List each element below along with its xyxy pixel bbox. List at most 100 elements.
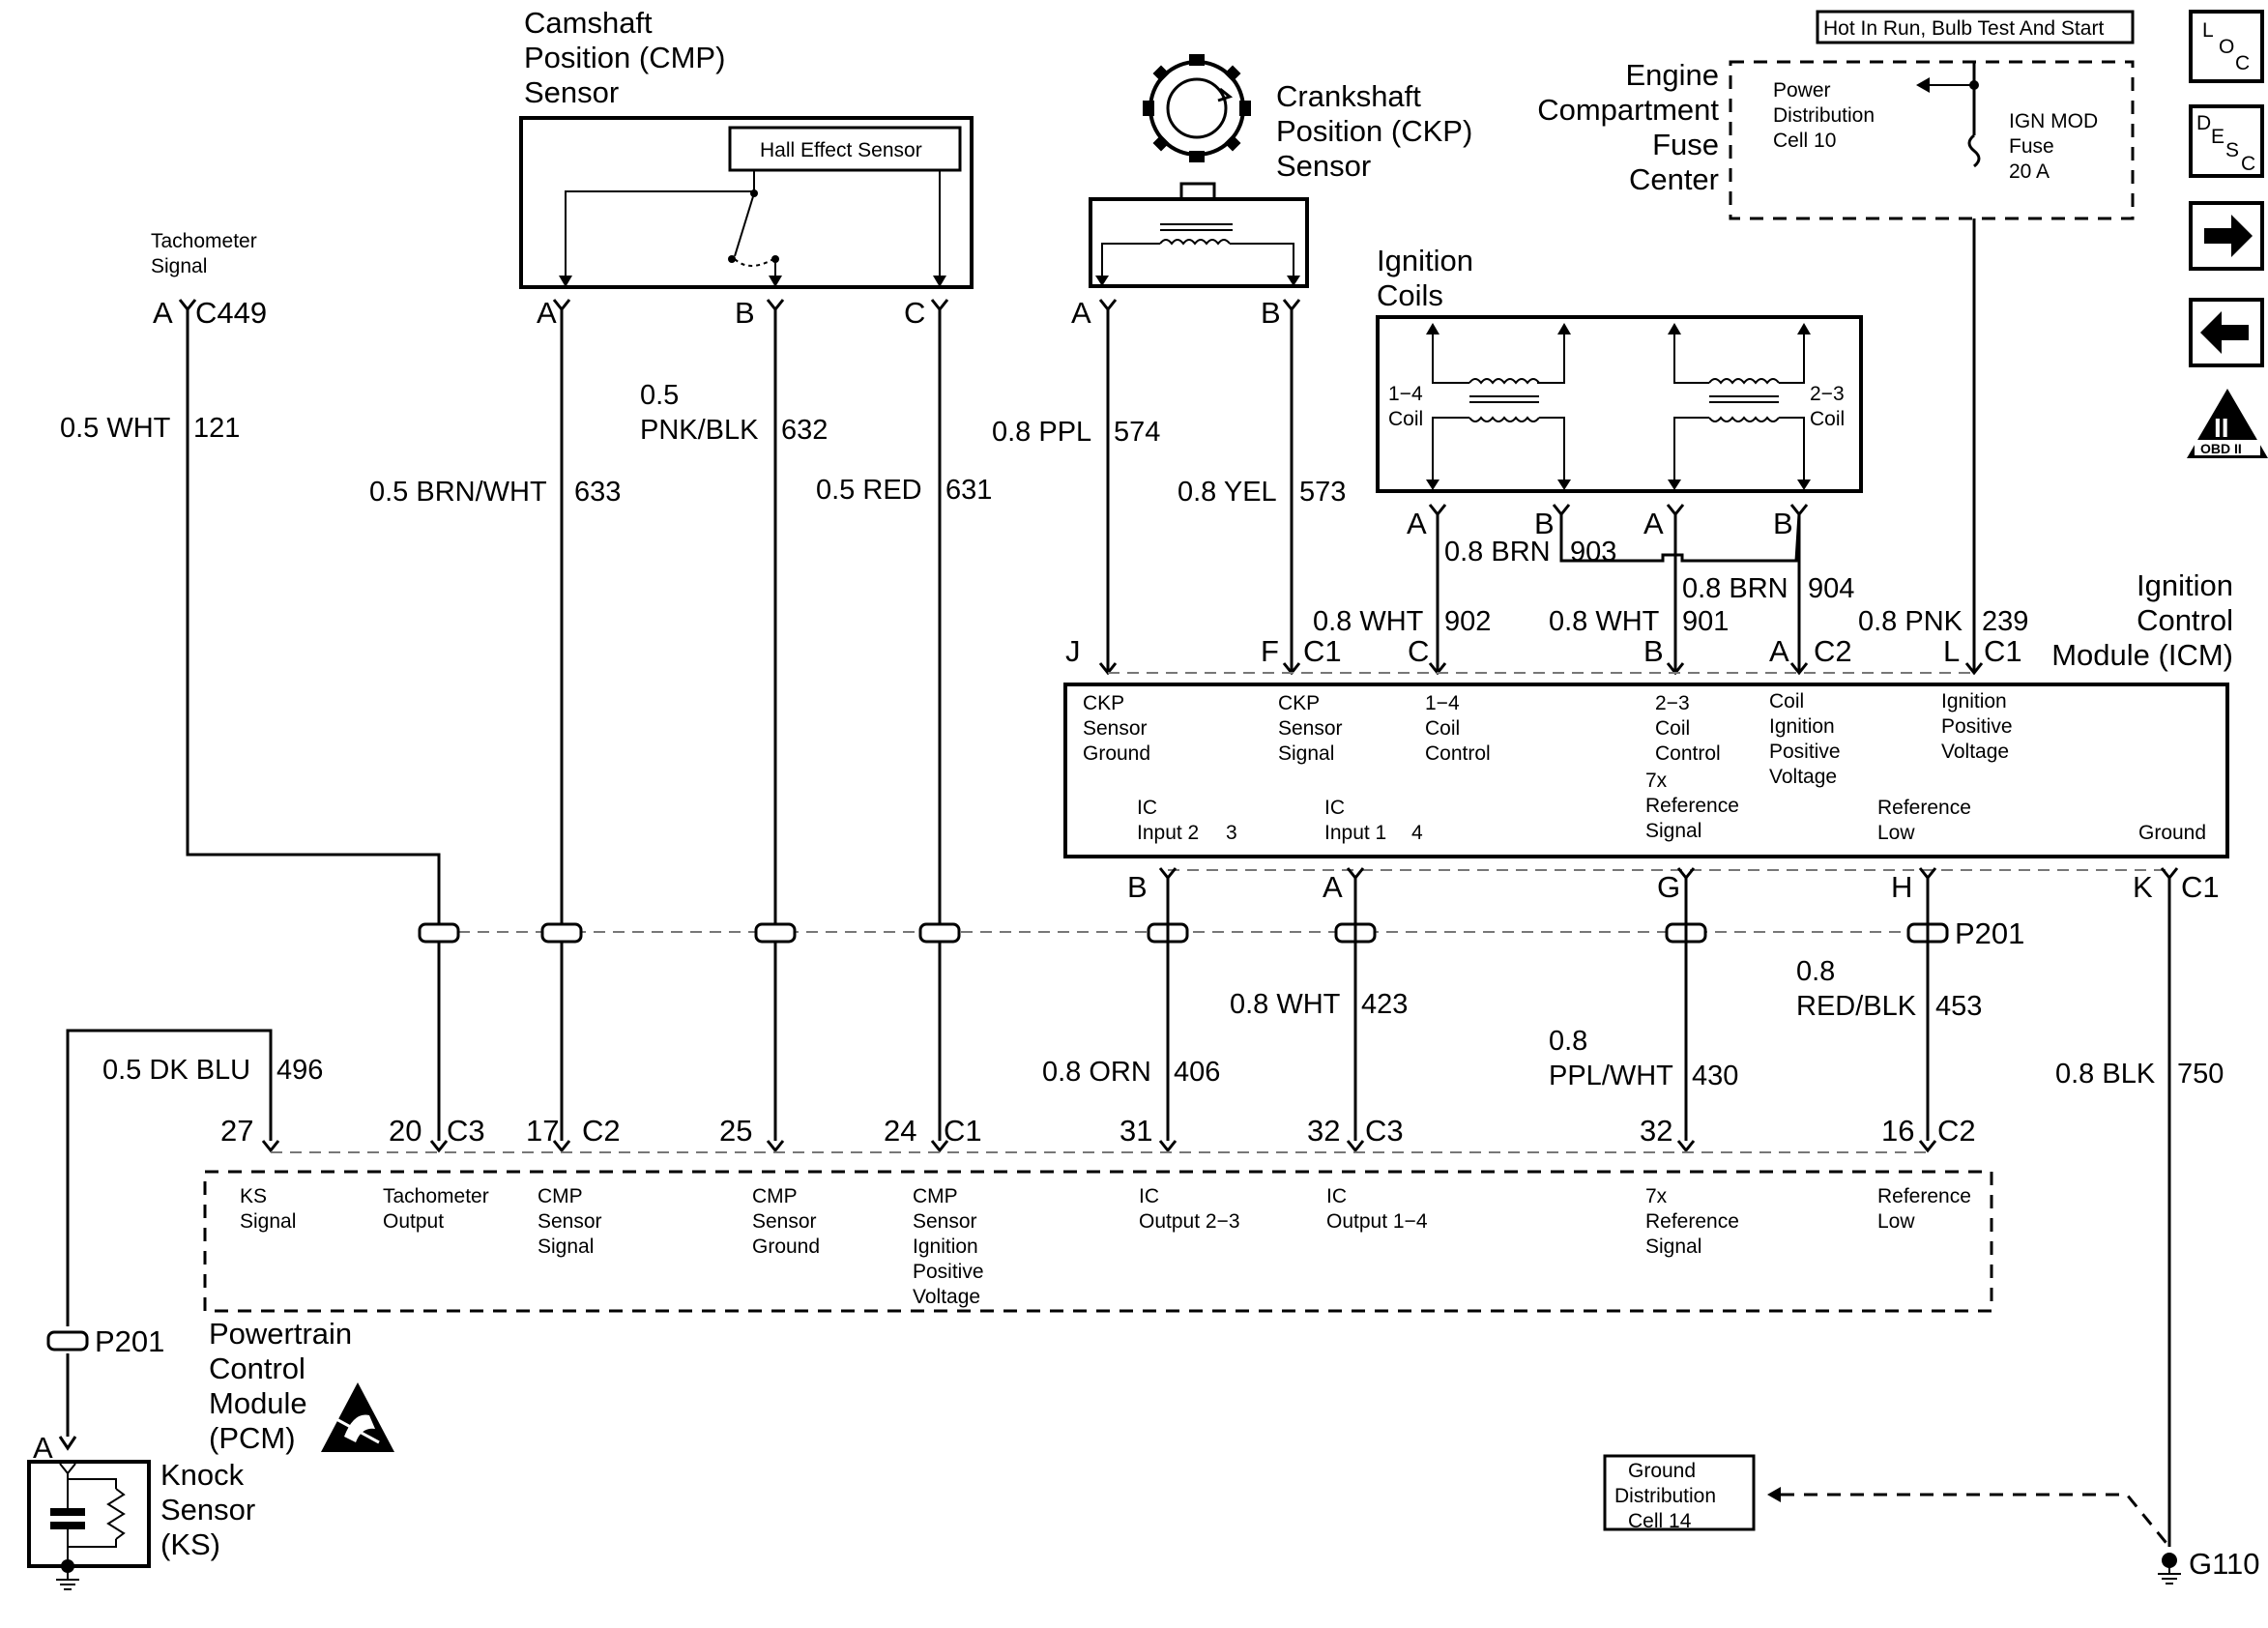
pcm-pin-32-left: 32	[1307, 1114, 1340, 1148]
pcm-pin-27: 27	[220, 1114, 253, 1148]
powertrain-control-module: 27 20 C3 17 C2 25 24 C1 31 32 C3 32 16 C…	[203, 1114, 1993, 1455]
pcm-ks-line2: Signal	[240, 1210, 296, 1233]
icm-ckp-signal-line3: Signal	[1278, 742, 1334, 765]
pcm-pin-20: 20	[389, 1114, 422, 1148]
pcm-ref-signal-line2: Reference	[1645, 1210, 1739, 1233]
icm-ref-signal-line3: Signal	[1645, 820, 1701, 842]
wire-633-size: 0.5 BRN/WHT	[369, 477, 547, 508]
power-dist-line3: Cell 10	[1773, 130, 1836, 152]
pcm-cmp-ground-line3: Ground	[752, 1236, 820, 1258]
wire-632-size: PNK/BLK	[640, 415, 759, 446]
power-dist-line1: Power	[1773, 79, 1831, 102]
icm-pin-a: A	[1769, 634, 1789, 668]
wire-903-circuit: 903	[1570, 537, 1616, 567]
pcm-ref-signal-line3: Signal	[1645, 1236, 1701, 1258]
pcm-title-line2: Control	[209, 1352, 305, 1385]
ground-dist-line3: Cell 14	[1628, 1510, 1692, 1532]
loc-letter-c: C	[2235, 52, 2250, 74]
wire-430-size-top: 0.8	[1549, 1026, 1587, 1057]
wire-573-circuit: 573	[1299, 477, 1346, 508]
wire-406-circuit: 406	[1174, 1057, 1220, 1088]
wire-631-size: 0.5 RED	[816, 475, 922, 506]
wire-632-size-top: 0.5	[640, 380, 679, 411]
icm-title-line3: Module (ICM)	[2051, 638, 2233, 672]
icm-bottom-pin-k: K	[2133, 870, 2153, 904]
desc-letter-c: C	[2241, 153, 2255, 175]
hall-effect-sensor-label: Hall Effect Sensor	[760, 139, 922, 161]
icm-coil23-line3: Control	[1655, 742, 1721, 765]
wire-423-size: 0.8 WHT	[1230, 989, 1341, 1020]
icm-ground-label: Ground	[2138, 822, 2206, 844]
splice-p201-label: P201	[1955, 916, 2024, 950]
fuse-center-title-line3: Fuse	[1652, 128, 1719, 161]
ground-g110-label: G110	[2189, 1547, 2260, 1581]
coil-pin-b1: B	[1534, 507, 1555, 540]
pcm-ref-low-line1: Reference	[1877, 1185, 1971, 1207]
pcm-cmp-ground-line1: CMP	[752, 1185, 798, 1207]
coil14-label-line1: 1−4	[1388, 383, 1423, 405]
tach-title-line1: Tachometer	[151, 230, 257, 252]
icm-ic-input2-line1: IC	[1137, 797, 1157, 819]
coil23-label-line1: 2−3	[1810, 383, 1845, 405]
arrow-left-icon	[1916, 77, 1930, 93]
ground-icon	[56, 1579, 79, 1590]
ground-dist-line1: Ground	[1628, 1460, 1696, 1482]
esd-warning-icon	[321, 1382, 394, 1452]
ckp-title-line3: Sensor	[1276, 149, 1371, 183]
icm-coil14-line1: 1−4	[1425, 692, 1460, 714]
tach-title-line2: Signal	[151, 255, 207, 277]
desc-letter-e: E	[2211, 126, 2224, 148]
pcm-ic-out14-line2: Output 1−4	[1326, 1210, 1428, 1233]
pcm-ic-out14-line1: IC	[1326, 1185, 1347, 1207]
pcm-cmp-ign-line2: Sensor	[913, 1210, 977, 1233]
icm-title-line1: Ignition	[2137, 568, 2233, 602]
desc-letter-s: S	[2225, 139, 2239, 161]
pcm-pin-31: 31	[1119, 1114, 1152, 1148]
pcm-cmp-ign-line4: Positive	[913, 1261, 984, 1283]
icm-connector-c2: C2	[1814, 634, 1852, 668]
icm-coil-ign-line1: Coil	[1769, 690, 1804, 712]
wire-632-circuit: 632	[781, 415, 828, 446]
pcm-cmp-ign-line3: Ignition	[913, 1236, 978, 1258]
pcm-ks-line1: KS	[240, 1185, 267, 1207]
pcm-cmp-ground-line2: Sensor	[752, 1210, 817, 1233]
wire-430-size: PPL/WHT	[1549, 1061, 1673, 1091]
icm-pin-b: B	[1643, 634, 1664, 668]
arrow-left-icon	[2200, 311, 2249, 354]
icm-ref-low-line2: Low	[1877, 822, 1915, 844]
icm-ic-input2-line2: Input 2	[1137, 822, 1199, 844]
pcm-cmp-signal-line2: Sensor	[538, 1210, 602, 1233]
loc-letter-l: L	[2202, 19, 2214, 42]
obd-ii-icon[interactable]: II OBD II	[2187, 389, 2268, 458]
knock-title-line3: (KS)	[160, 1527, 220, 1561]
pcm-ref-signal-line1: 7x	[1645, 1185, 1668, 1207]
tach-connector-c449: C449	[195, 296, 267, 330]
coil-pin-a2: A	[1643, 507, 1664, 540]
icm-ckp-ground-line2: Sensor	[1083, 717, 1148, 740]
fuse-center-title-line4: Center	[1629, 162, 1719, 196]
icm-pin-l: L	[1943, 634, 1960, 668]
wire-453-size-top: 0.8	[1796, 956, 1835, 987]
loc-letter-o: O	[2219, 36, 2234, 58]
crankshaft-reluctor-icon	[1143, 54, 1251, 162]
wire-496-size: 0.5 DK BLU	[102, 1055, 250, 1086]
wire-labels-bottom: 0.5 DK BLU 496 0.8 ORN 406 0.8 WHT 423 0…	[102, 956, 2224, 1091]
cmp-pin-c: C	[904, 296, 925, 330]
pcm-connector-c2-left: C2	[582, 1114, 621, 1148]
pcm-tach-out-line1: Tachometer	[383, 1185, 489, 1207]
wires-bottom	[66, 878, 2171, 1547]
icm-pin-c: C	[1408, 634, 1429, 668]
pcm-title-line3: Module	[209, 1386, 307, 1420]
description-button[interactable]: D E S C	[2189, 104, 2264, 178]
pcm-cmp-signal-line1: CMP	[538, 1185, 583, 1207]
previous-page-button[interactable]	[2189, 298, 2264, 367]
cmp-pin-a: A	[537, 296, 557, 330]
pcm-pin-32-right: 32	[1640, 1114, 1672, 1148]
cmp-title-line2: Position (CMP)	[524, 41, 725, 74]
pcm-ref-low-line2: Low	[1877, 1210, 1915, 1233]
power-dist-line2: Distribution	[1773, 104, 1875, 127]
pcm-pin-25: 25	[719, 1114, 752, 1148]
location-button[interactable]: L O C	[2189, 10, 2264, 83]
next-page-button[interactable]	[2189, 201, 2264, 271]
coils-title-line1: Ignition	[1377, 244, 1473, 277]
